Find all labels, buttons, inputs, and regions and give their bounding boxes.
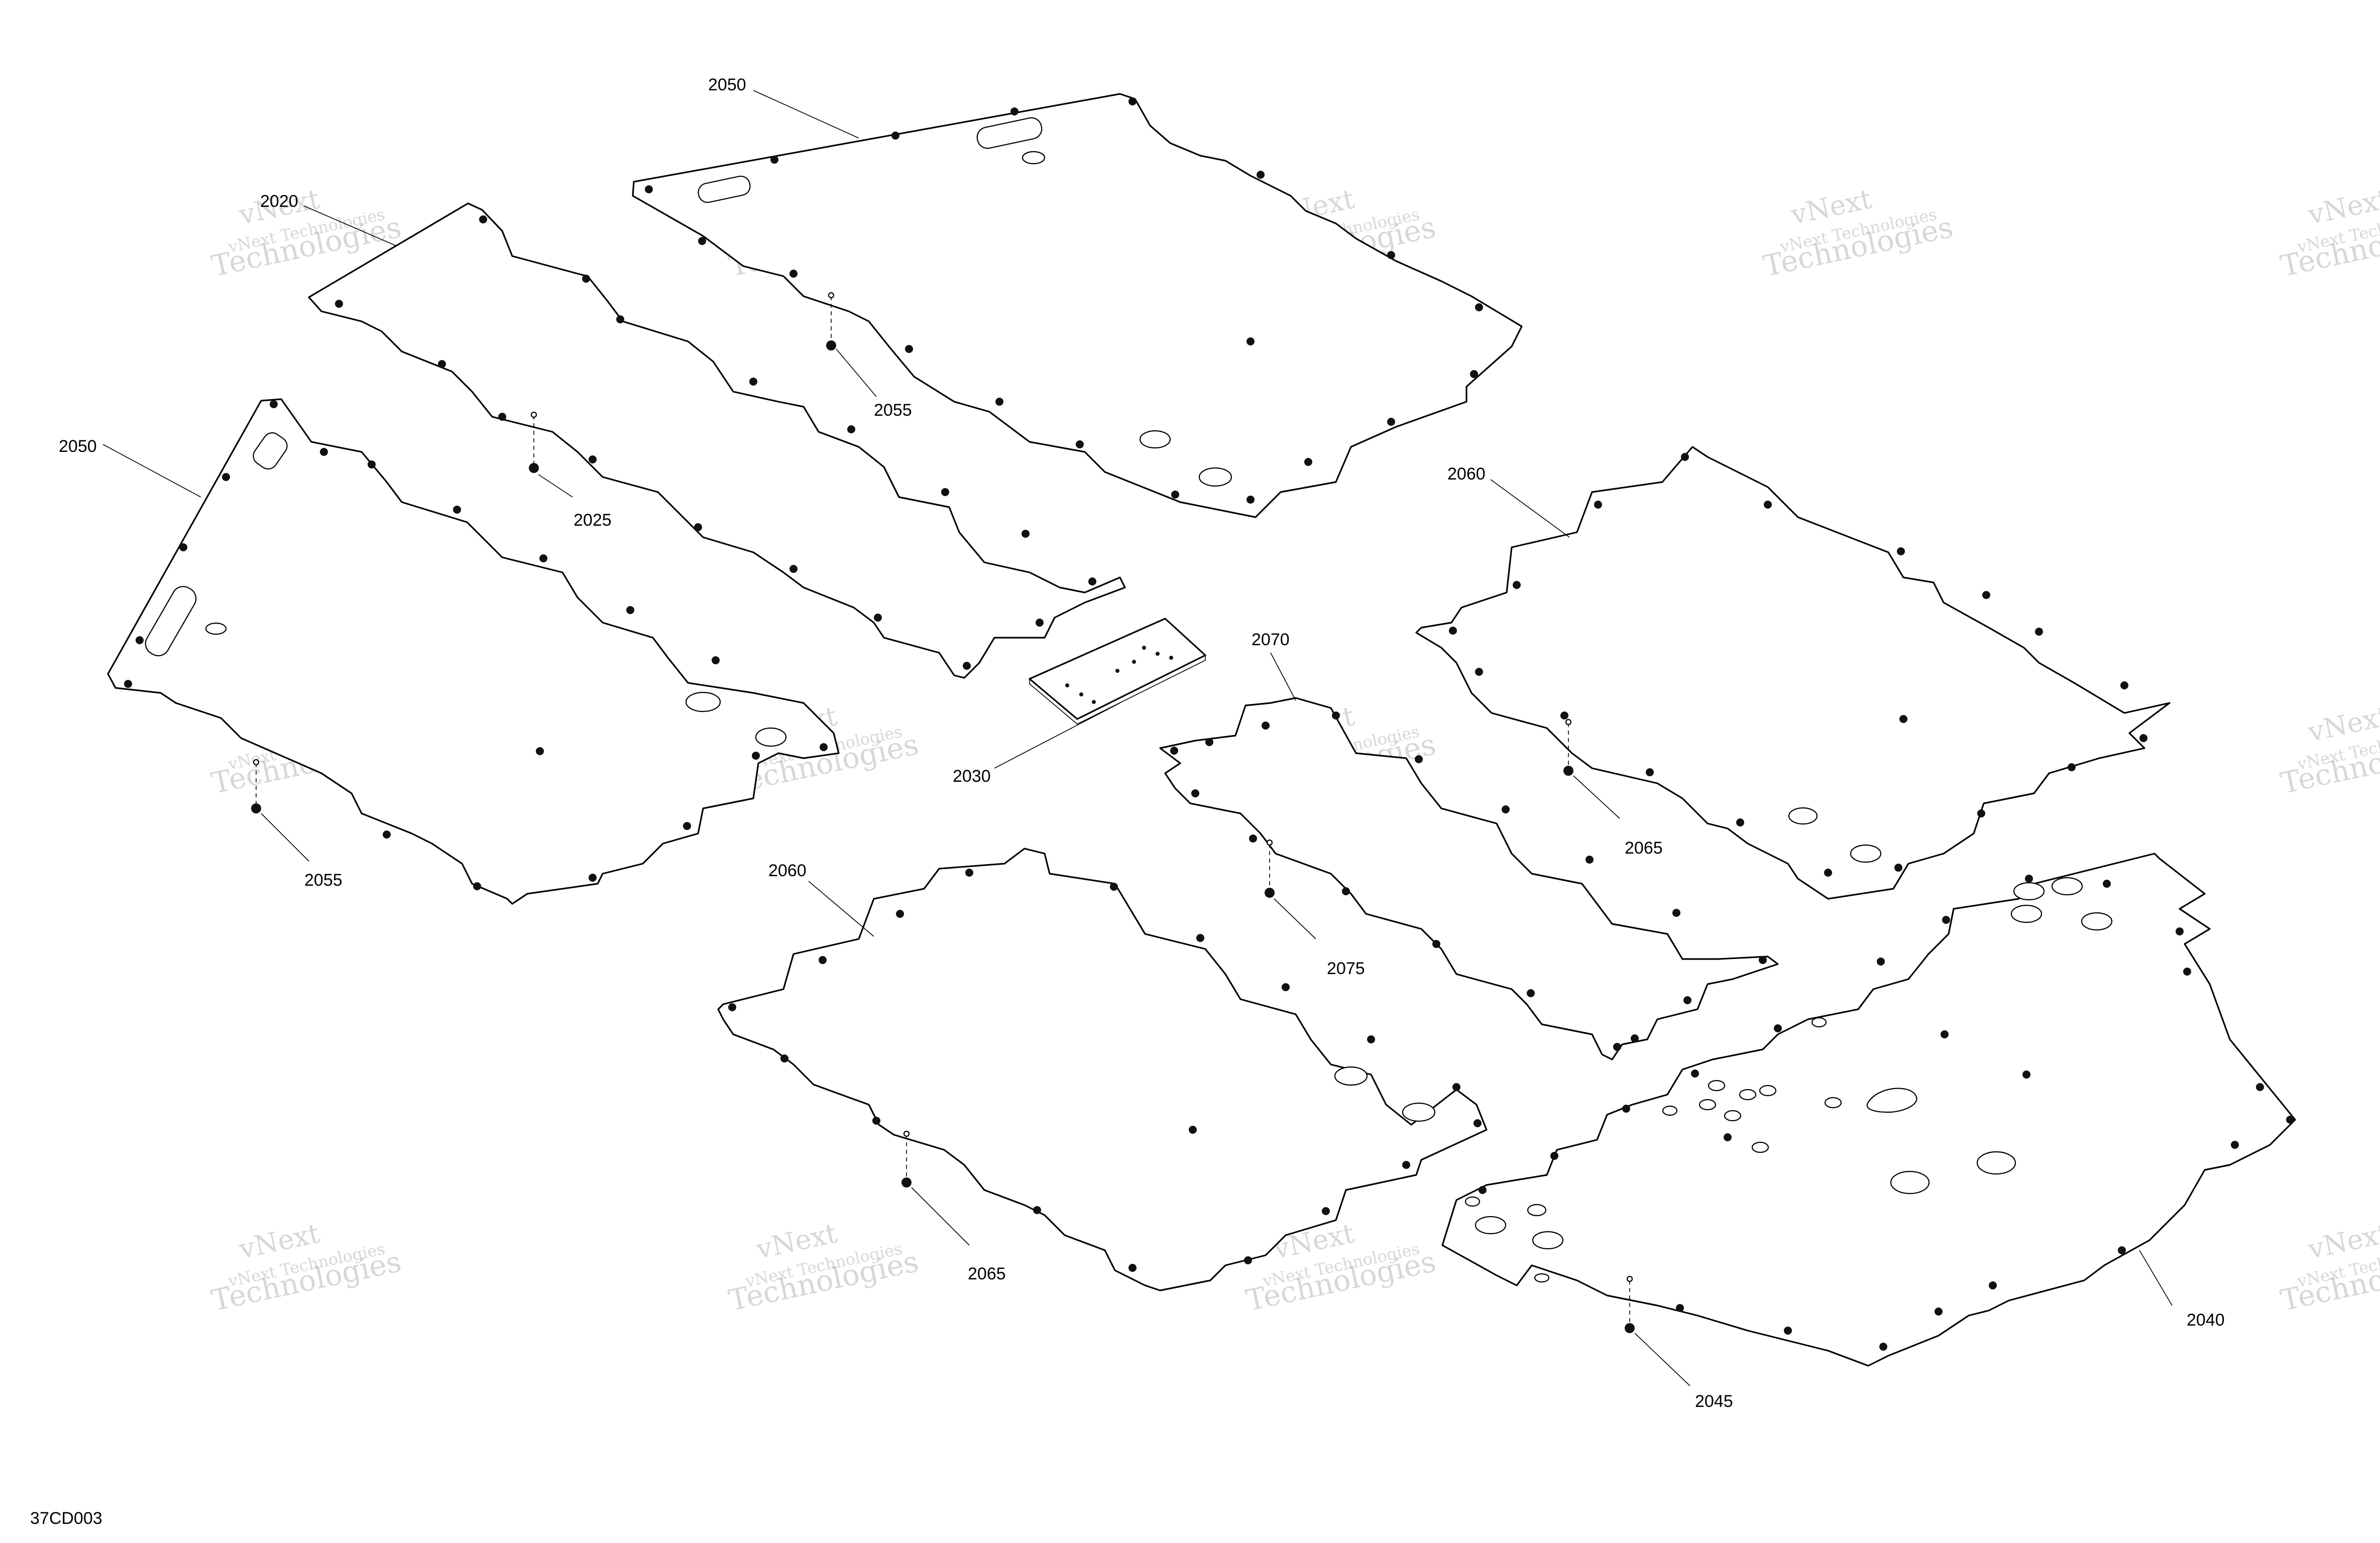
plate-2070 — [1159, 697, 1779, 1060]
callout-2070: 2070 — [1252, 630, 1290, 649]
callout-2025: 2025 — [574, 511, 612, 530]
parts-layer — [107, 93, 2296, 1367]
plate-2020 — [308, 202, 1126, 679]
plate-2050-left — [107, 398, 840, 905]
plate-2050-top — [632, 93, 1523, 518]
callout-2075: 2075 — [1327, 959, 1365, 978]
callout-2065-lower: 2065 — [968, 1264, 1006, 1283]
callout-labels: 2050 2020 2055 2025 2050 2055 2030 2070 … — [59, 75, 2225, 1411]
plate-2060-right — [1415, 446, 2171, 900]
callout-2055-top: 2055 — [874, 401, 912, 420]
plate-2030 — [1029, 618, 1206, 725]
callout-2055-left: 2055 — [304, 871, 343, 890]
fasteners — [251, 292, 1635, 1333]
plate-2060-lower — [717, 848, 1488, 1291]
leader-lines — [102, 90, 2173, 1386]
callout-2060-right: 2060 — [1447, 464, 1486, 484]
callout-2050-left: 2050 — [59, 437, 97, 456]
callout-2065-right: 2065 — [1625, 839, 1663, 858]
plate-2040 — [1441, 853, 2296, 1367]
callout-2060-lower: 2060 — [768, 861, 807, 880]
callout-2030: 2030 — [953, 767, 991, 786]
callout-2045: 2045 — [1695, 1392, 1733, 1411]
callout-2050-top: 2050 — [708, 75, 746, 94]
document-code: 37CD003 — [30, 1509, 102, 1528]
callout-2020: 2020 — [260, 192, 298, 211]
callout-2040: 2040 — [2187, 1311, 2225, 1330]
